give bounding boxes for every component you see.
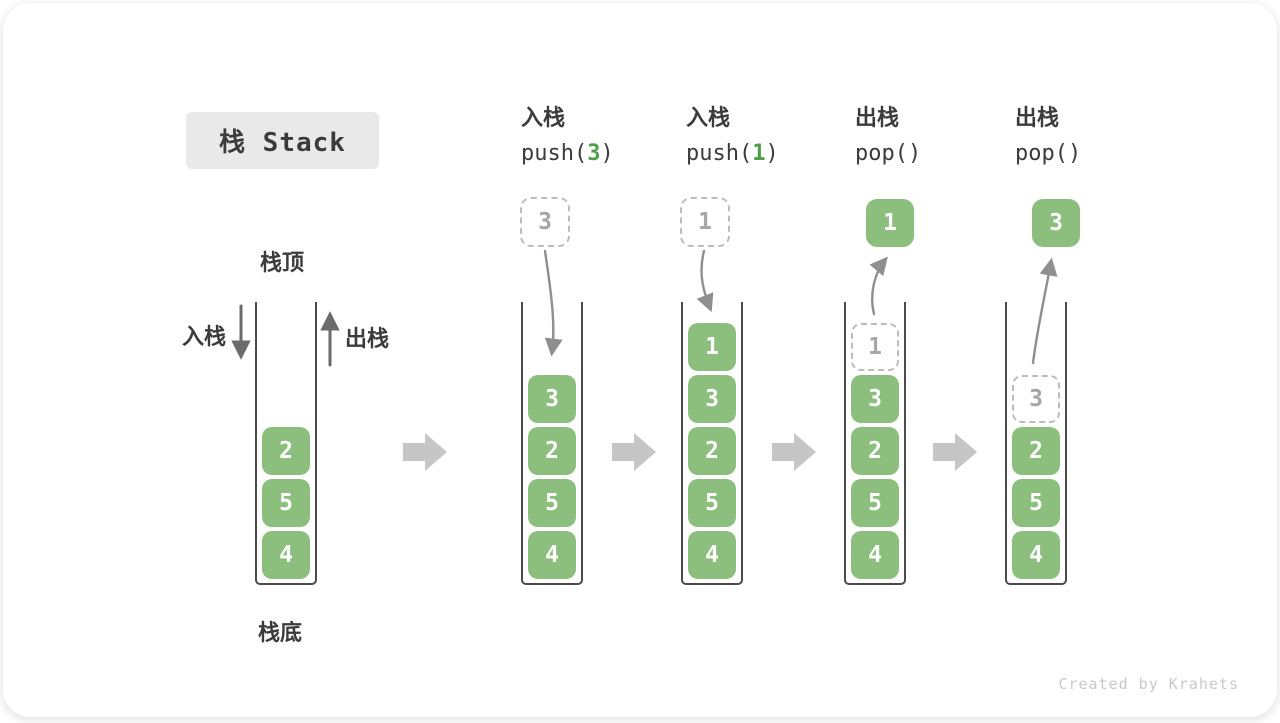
op-label: 出栈 (1015, 106, 1060, 131)
stack-item: 4 (1012, 531, 1060, 579)
code-arg: 1 (752, 141, 766, 166)
pushed-value: 3 (538, 209, 552, 235)
stack-item: 2 (688, 427, 736, 475)
code-pre: pop( (855, 141, 908, 166)
stack-container-after-push-3: 3 2 5 4 (521, 302, 583, 585)
stack-item: 4 (851, 531, 899, 579)
pushed-value-box: 1 (680, 197, 730, 247)
stack-container-after-push-1: 1 3 2 5 4 (681, 302, 743, 585)
next-step-arrow-icon (612, 433, 656, 471)
op-label: 入栈 (521, 106, 566, 131)
op-code: pop() (855, 141, 921, 167)
title-badge: 栈 Stack (186, 112, 379, 169)
stack-item: 5 (528, 479, 576, 527)
ghost-item: 3 (1012, 375, 1060, 423)
stack-item: 2 (1012, 427, 1060, 475)
watermark: Created by Krahets (1058, 675, 1239, 693)
next-step-arrow-icon (403, 433, 447, 471)
stack-bottom-label: 栈底 (258, 621, 303, 646)
stack-item: 2 (851, 427, 899, 475)
diagram-canvas: 栈 Stack 栈顶 栈底 入栈 出栈 入栈 push(3) 入栈 push(1… (3, 3, 1277, 717)
arrows-overlay (231, 249, 1058, 471)
op-label: 出栈 (855, 106, 900, 131)
stack-item: 4 (528, 531, 576, 579)
stack-item: 2 (528, 427, 576, 475)
stack-item: 5 (851, 479, 899, 527)
stack-item: 2 (262, 427, 310, 475)
code-post: ) (765, 141, 779, 166)
code-pre: pop( (1015, 141, 1068, 166)
next-step-arrow-icon (772, 433, 816, 471)
op-code: pop() (1015, 141, 1081, 167)
step-header-pop-1: 出栈 pop() (855, 106, 921, 167)
popped-value-box: 3 (1032, 199, 1080, 247)
ghost-item: 1 (851, 323, 899, 371)
stack-container-initial: 2 5 4 (255, 302, 317, 585)
step-header-pop-2: 出栈 pop() (1015, 106, 1081, 167)
stack-item: 1 (688, 323, 736, 371)
push-motion-arrow-icon (696, 249, 714, 313)
pop-direction-label: 出栈 (345, 327, 390, 352)
op-code: push(3) (521, 141, 614, 167)
op-code: push(1) (686, 141, 779, 167)
stack-item: 5 (688, 479, 736, 527)
code-arg: 3 (587, 141, 601, 166)
code-post: ) (907, 141, 922, 166)
stack-item: 3 (688, 375, 736, 423)
popped-value: 3 (1049, 210, 1063, 236)
popped-value-box: 1 (866, 199, 914, 247)
stack-item: 4 (262, 531, 310, 579)
stack-item: 3 (528, 375, 576, 423)
popped-value: 1 (883, 210, 897, 236)
code-post: ) (1067, 141, 1082, 166)
stack-top-label: 栈顶 (260, 251, 305, 276)
op-label: 入栈 (686, 106, 731, 131)
stack-item: 5 (1012, 479, 1060, 527)
next-step-arrow-icon (933, 433, 977, 471)
stack-item: 4 (688, 531, 736, 579)
stack-item: 5 (262, 479, 310, 527)
code-pre: push( (686, 141, 753, 166)
stack-container-pop-2: 3 2 5 4 (1005, 302, 1067, 585)
code-post: ) (600, 141, 614, 166)
pushed-value: 1 (698, 209, 712, 235)
diagram-card: 栈 Stack 栈顶 栈底 入栈 出栈 入栈 push(3) 入栈 push(1… (3, 3, 1277, 717)
step-header-push-1: 入栈 push(1) (686, 106, 779, 167)
code-pre: push( (521, 141, 588, 166)
step-header-push-3: 入栈 push(3) (521, 106, 614, 167)
stack-item: 3 (851, 375, 899, 423)
title-text: 栈 Stack (219, 128, 346, 158)
stack-container-pop-1: 1 3 2 5 4 (844, 302, 906, 585)
pushed-value-box: 3 (520, 197, 570, 247)
push-direction-label: 入栈 (182, 325, 227, 350)
